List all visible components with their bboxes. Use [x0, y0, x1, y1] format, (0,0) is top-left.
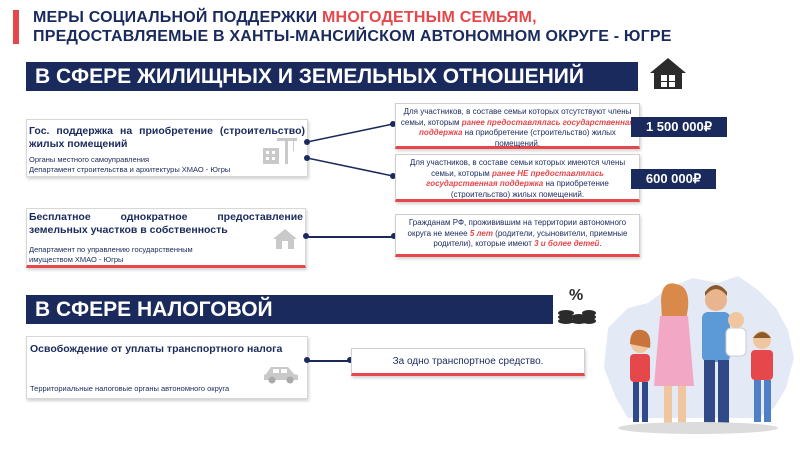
condition-2-highlight: ранее НЕ предоставлялась государственная…: [426, 168, 604, 189]
connector-dot: [390, 121, 396, 127]
housing-support-title: Гос. поддержка на приобретение (строител…: [29, 125, 305, 150]
connector-dot: [304, 357, 310, 363]
region-map-silhouette: [604, 276, 794, 434]
connector-dot: [391, 233, 397, 239]
house-icon: [648, 56, 688, 97]
land-title: Бесплатное однократное предоставление зе…: [29, 211, 303, 236]
section-housing-bar: В СФЕРЕ ЖИЛИЩНЫХ И ЗЕМЕЛЬНЫХ ОТНОШЕНИЙ: [26, 62, 638, 91]
car-icon: [262, 362, 300, 389]
condition-1-highlight: ранее предоставлялась государственная по…: [419, 117, 635, 138]
connector-dot: [303, 233, 309, 239]
page-title: МЕРЫ СОЦИАЛЬНОЙ ПОДДЕРЖКИ МНОГОДЕТНЫМ СЕ…: [33, 8, 672, 46]
tax-condition-text: За одно транспортное средство.: [392, 356, 544, 367]
condition-1-box: Для участников, в составе семьи которых …: [395, 103, 640, 149]
housing-support-org2: Департамент строительства и архитектуры …: [29, 165, 231, 174]
land-box: Бесплатное однократное предоставление зе…: [26, 208, 306, 268]
percent-coins-icon: %: [555, 287, 599, 329]
section-tax-title: В СФЕРЕ НАЛОГОВОЙ: [35, 298, 273, 321]
amount-1500000: 1 500 000₽: [631, 117, 727, 137]
land-condition-highlight-1: 5 лет: [469, 228, 493, 238]
title-accent-bar: [13, 10, 19, 44]
section-tax-bar: В СФЕРЕ НАЛОГОВОЙ: [26, 295, 553, 324]
title-line1-highlight: МНОГОДЕТНЫМ СЕМЬЯМ,: [322, 9, 537, 26]
building-crane-icon: [261, 134, 299, 171]
connector-dot: [347, 357, 353, 363]
small-house-icon: [271, 227, 299, 256]
tax-exempt-org: Территориальные налоговые органы автоном…: [30, 384, 230, 393]
land-condition-highlight-2: 3 и более детей: [534, 239, 600, 248]
land-org2: имуществом ХМАО - Югры: [29, 255, 124, 264]
housing-support-box: Гос. поддержка на приобретение (строител…: [26, 119, 308, 177]
section-housing-title: В СФЕРЕ ЖИЛИЩНЫХ И ЗЕМЕЛЬНЫХ ОТНОШЕНИЙ: [35, 65, 584, 88]
land-connector: [306, 236, 396, 238]
title-line2: ПРЕДОСТАВЛЯЕМЫЕ В ХАНТЫ-МАНСИЙСКОМ АВТОН…: [33, 28, 672, 45]
land-org1: Департамент по управлению государственны…: [29, 245, 193, 254]
connector-lines: [307, 123, 394, 177]
family-illustration: [598, 268, 798, 446]
tax-exempt-box: Освобождение от уплаты транспортного нал…: [26, 336, 308, 399]
tax-connector: [307, 360, 352, 362]
housing-support-org1: Органы местного самоуправления: [29, 155, 150, 164]
tax-condition-box: За одно транспортное средство.: [351, 348, 585, 376]
land-condition-box: Гражданам РФ, проживившим на территории …: [395, 214, 640, 257]
tax-exempt-title: Освобождение от уплаты транспортного нал…: [30, 343, 283, 355]
title-line1-part1: МЕРЫ СОЦИАЛЬНОЙ ПОДДЕРЖКИ: [33, 9, 323, 26]
connector-dot: [390, 173, 396, 179]
condition-2-box: Для участников, в составе семьи которых …: [395, 154, 640, 202]
amount-600000: 600 000₽: [631, 169, 716, 189]
